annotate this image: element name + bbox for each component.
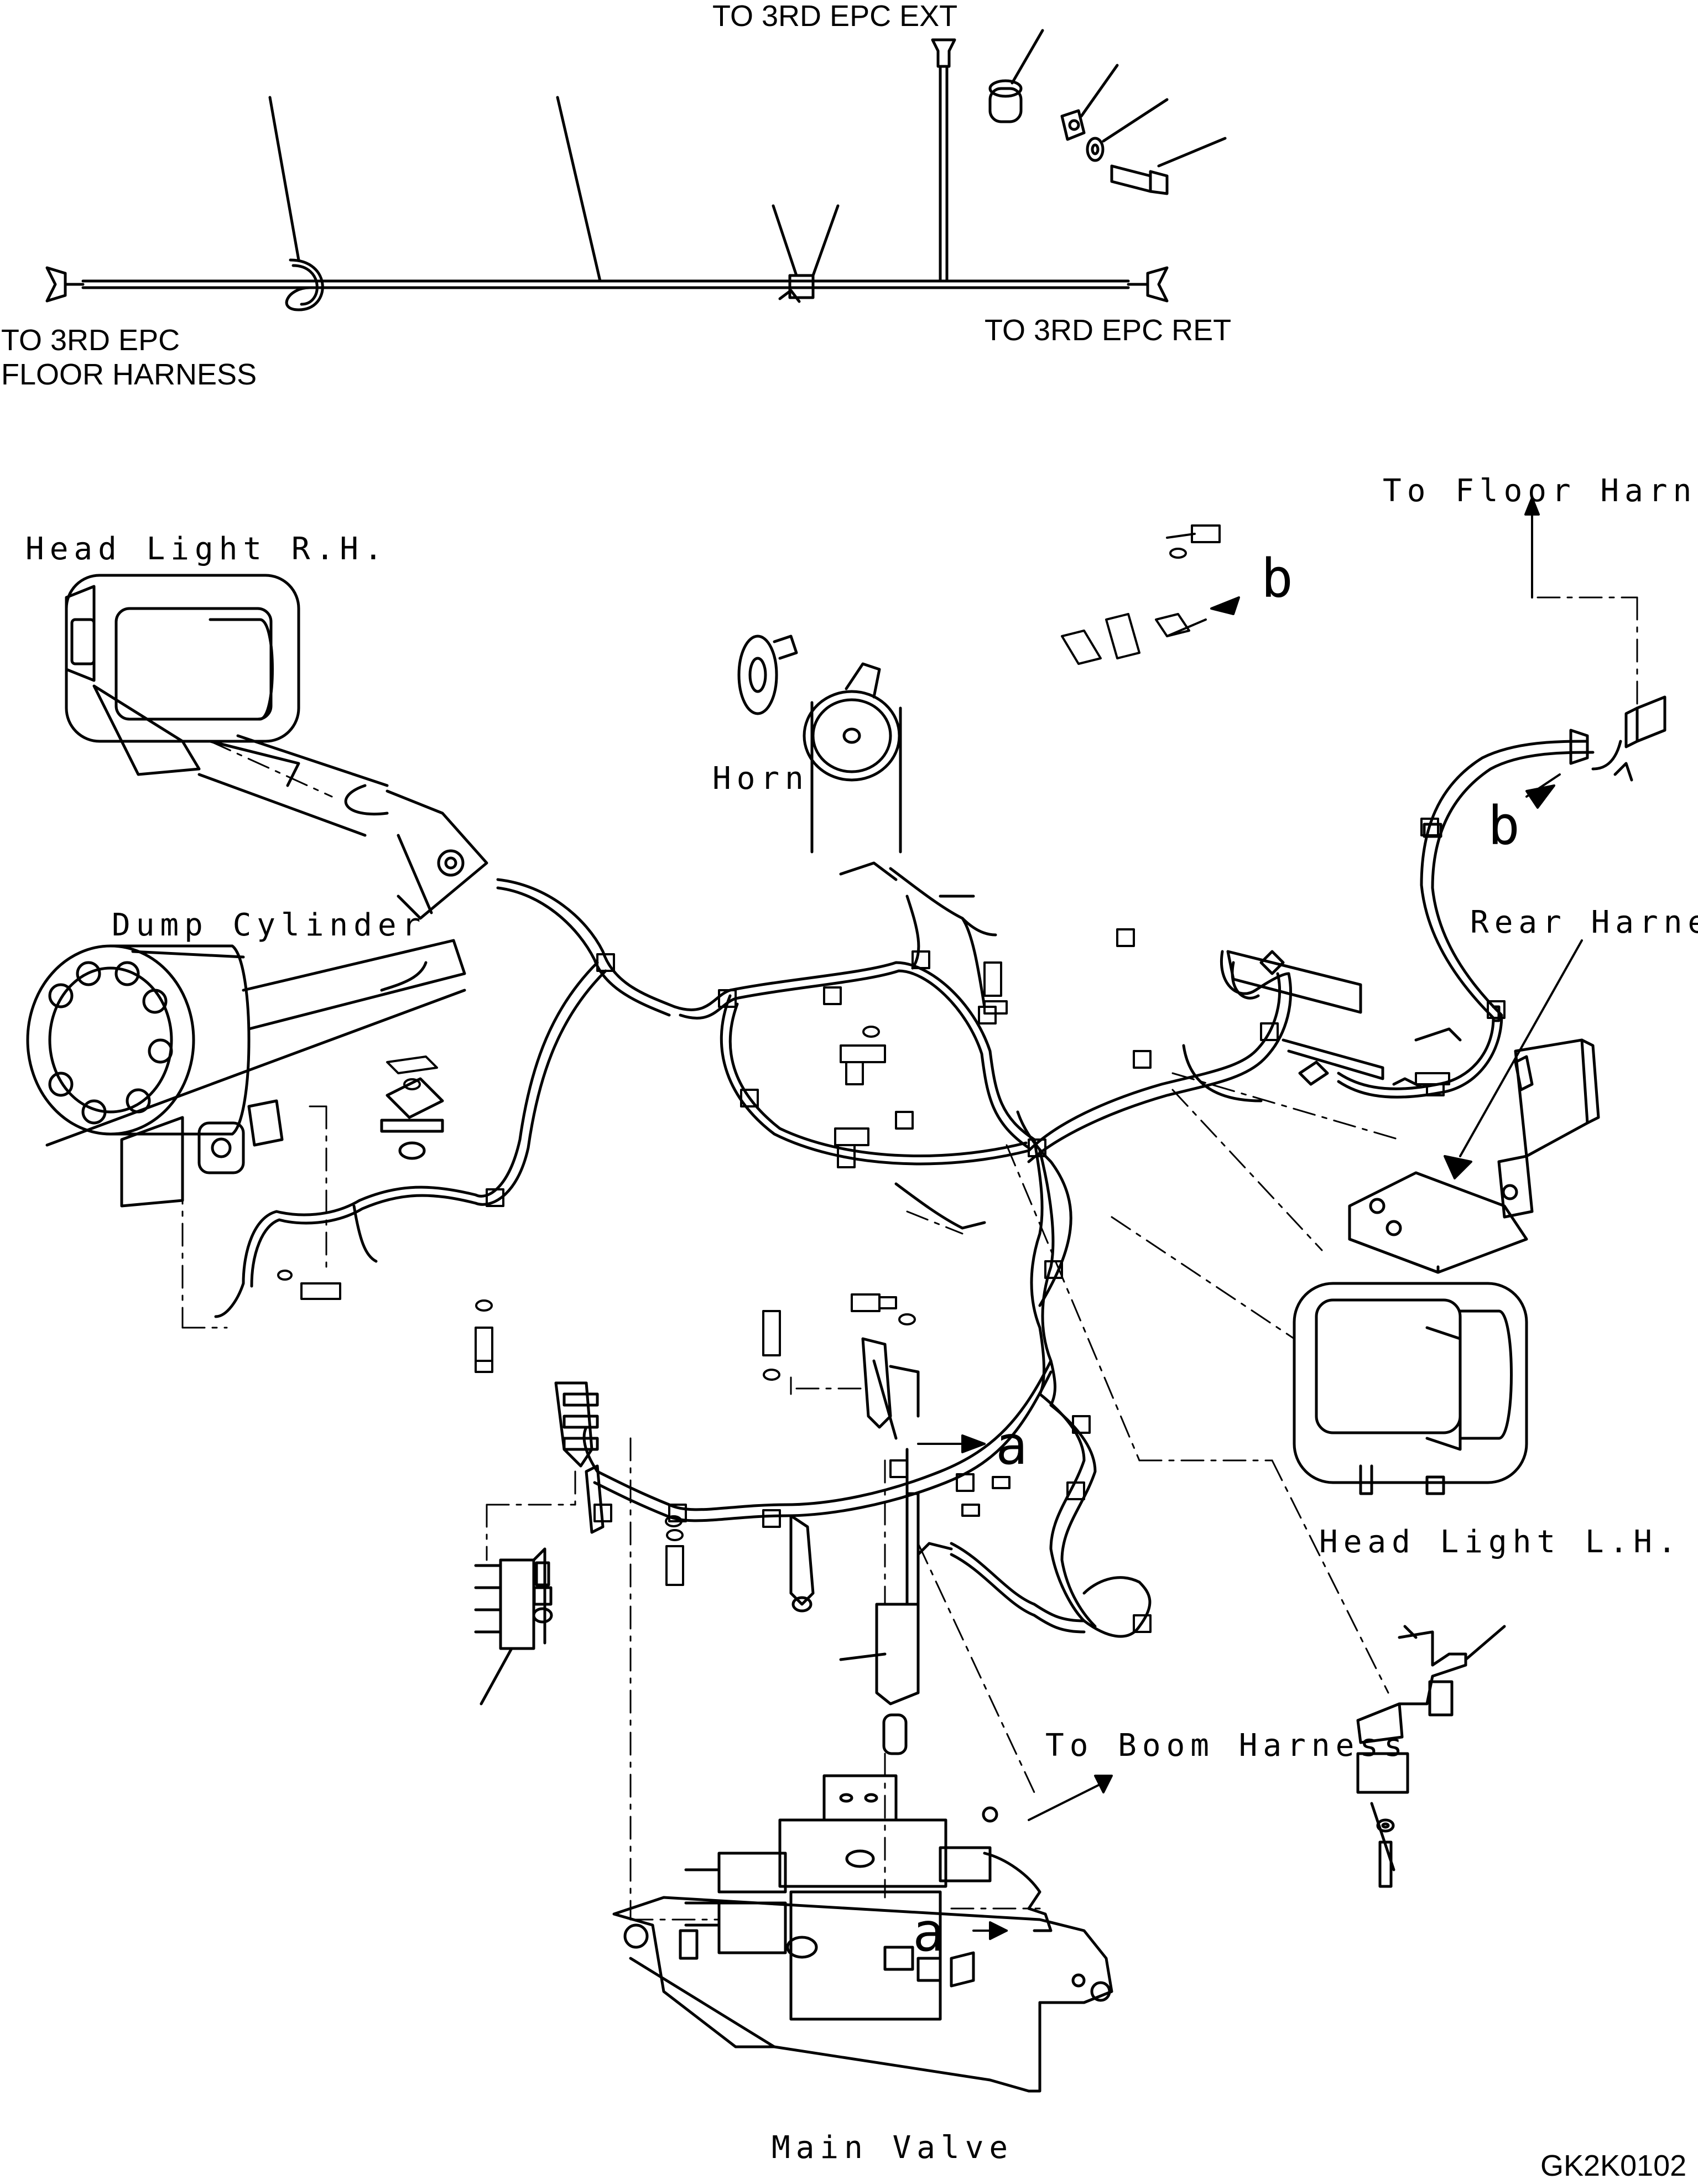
rear-bracket [1348,1038,1600,1274]
third-epc-harness [45,29,1227,311]
ref-letter-a-upper: a [996,1415,1028,1476]
main-harness [214,861,1293,1638]
label-floor-harness-line2: FLOOR HARNESS [1,358,257,391]
label-horn: Horn [712,761,809,797]
label-to-3rd-epc-line1: TO 3RD EPC [1,324,180,357]
ref-letter-b-right: b [1488,795,1520,857]
label-to-3rd-epc-ext: TO 3RD EPC EXT [712,0,958,33]
label-drawing-code: GK2K0102 [1540,2149,1687,2182]
head-light-lh [1293,1282,1528,1495]
boom-bracket [1356,1625,1506,1888]
left-connector-block [474,1337,920,1755]
fasteners [277,524,1450,1586]
arrows [917,497,1583,1940]
horn [737,635,902,854]
label-head-light-rh: Head Light R.H. [25,531,388,567]
rear-harness [1182,695,1666,1103]
label-to-3rd-epc-ret: TO 3RD EPC RET [985,314,1232,347]
harness-clips [486,818,1506,1633]
ref-letter-b-top: b [1261,548,1293,610]
label-head-light-lh: Head Light L.H. [1319,1524,1682,1560]
label-to-floor-harness: To Floor Harness [1383,473,1698,509]
label-rear-harness: Rear Harness [1470,904,1698,940]
label-to-boom-harness: To Boom Harness [1045,1728,1408,1764]
label-main-valve: Main Valve [772,2130,1014,2166]
ref-letter-a-lower: a [913,1901,945,1963]
leader-lines [181,596,1638,1921]
head-light-rh [65,574,488,920]
main-valve [612,1774,1113,2093]
label-dump-cylinder: Dump Cylinder [112,907,426,943]
dump-cylinder [26,939,466,1208]
